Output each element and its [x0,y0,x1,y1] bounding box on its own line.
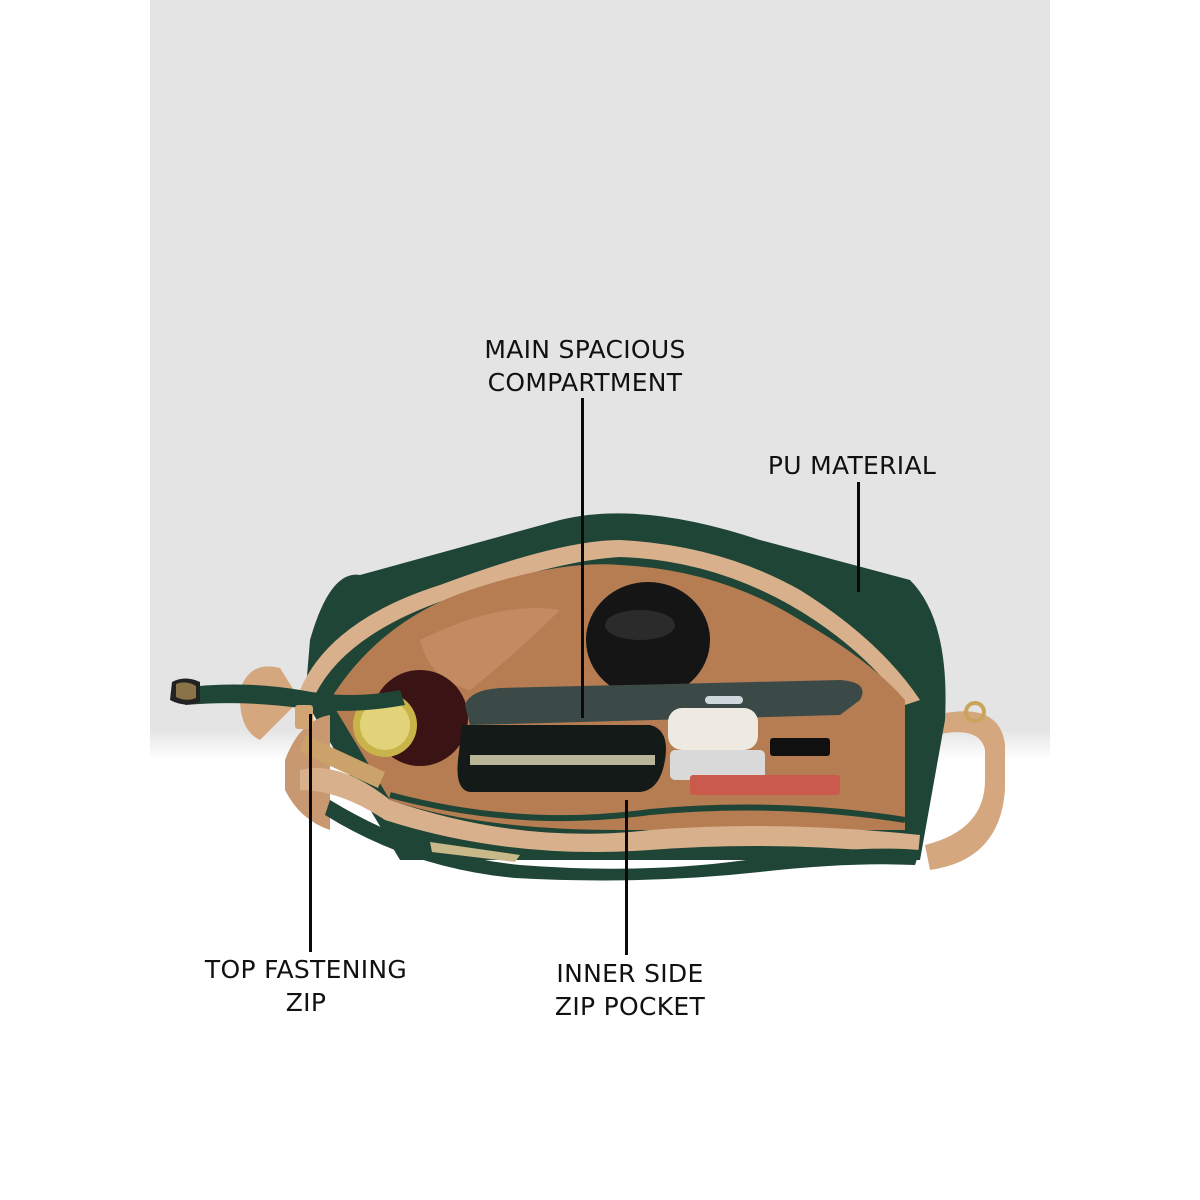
callout-inner-pocket-label: INNER SIDE ZIP POCKET [545,957,715,1023]
callout-text-line: COMPARTMENT [487,368,683,397]
callout-pu-material-pointer [857,482,860,592]
callout-text-line: MAIN SPACIOUS [484,335,686,364]
callout-inner-pocket-pointer [625,800,628,955]
callout-text-line: INNER SIDE [556,959,704,988]
callout-top-zip-pointer [309,714,312,952]
callout-pu-material-label: PU MATERIAL [752,449,952,482]
callout-text-line: PU MATERIAL [767,451,937,480]
callout-text-line: ZIP [285,988,327,1017]
callout-text-line: ZIP POCKET [554,992,706,1021]
callout-text-line: TOP FASTENING [204,955,408,984]
callout-main-compartment-label: MAIN SPACIOUS COMPARTMENT [470,333,700,399]
callout-main-compartment-pointer [581,398,584,718]
callout-top-zip-label: TOP FASTENING ZIP [196,953,416,1019]
